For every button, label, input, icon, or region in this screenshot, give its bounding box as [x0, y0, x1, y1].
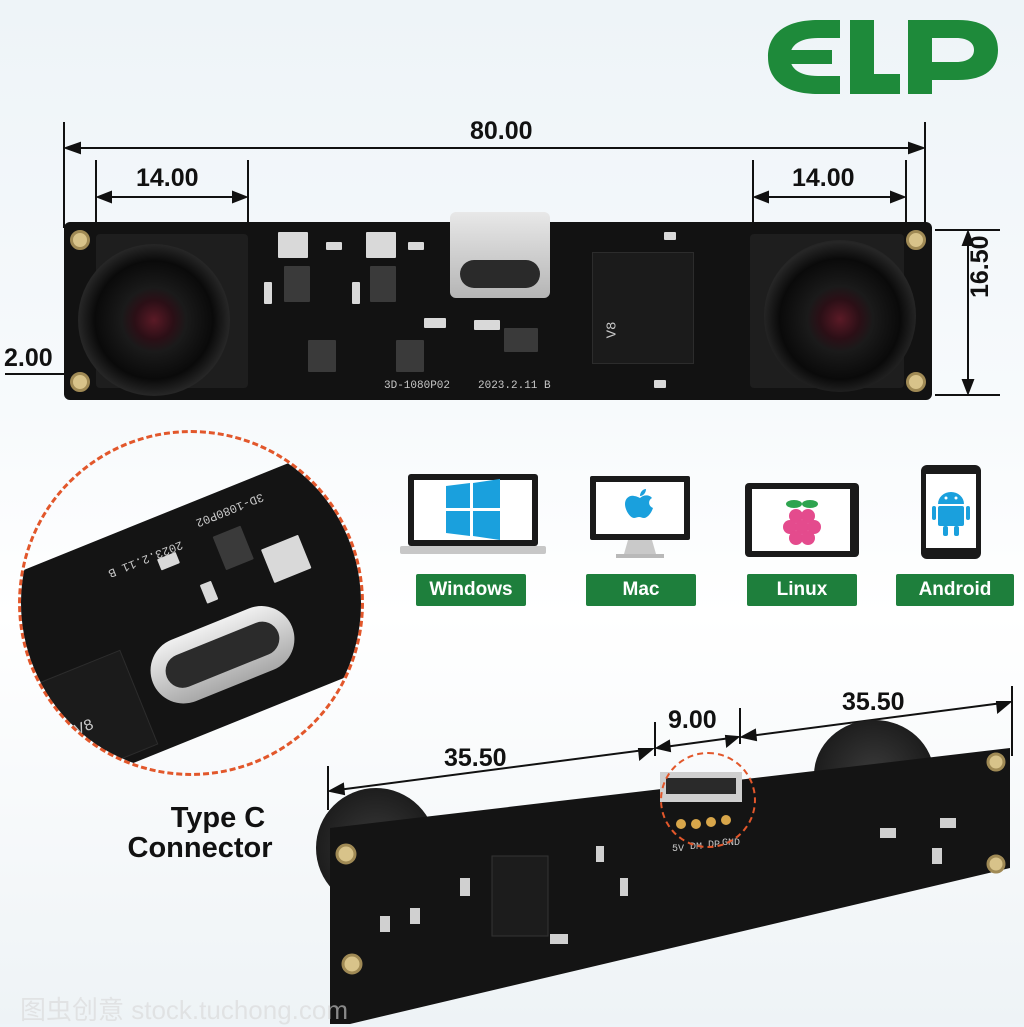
watermark: 图虫创意 stock.tuchong.com — [20, 995, 348, 1025]
mount-hole — [906, 230, 926, 250]
pin-label-5v: 5V — [672, 844, 685, 855]
inductor — [278, 232, 308, 258]
raspberry-pi-tablet-icon — [745, 483, 859, 557]
capacitor — [326, 242, 342, 250]
mount-hole — [70, 230, 90, 250]
capacitor — [474, 320, 500, 330]
capacitor — [408, 242, 424, 250]
main-processor-chip — [592, 252, 694, 364]
left-lens — [78, 244, 230, 396]
board-date-silk: 2023.2.11 B — [478, 380, 551, 392]
closeup-inductor — [260, 534, 312, 584]
dim-total-width: 80.00 — [470, 117, 533, 145]
capacitor — [264, 282, 272, 304]
closeup-model-silk: 3D-1080P02 — [193, 489, 266, 530]
android-phone-icon — [921, 465, 981, 559]
dim-right-lens: 14.00 — [792, 164, 855, 192]
elp-logo — [768, 20, 998, 94]
top-camera-board: V8 3D-1080P02 2023.2.11 B — [64, 212, 932, 400]
regulator — [396, 340, 424, 372]
bottom-dimension-lines — [327, 686, 1013, 810]
capacitor — [664, 232, 676, 240]
mount-hole — [70, 372, 90, 392]
os-badge-windows: Windows — [416, 574, 526, 606]
pin-label-gnd: GND — [722, 838, 741, 849]
board-model-silk: 3D-1080P02 — [384, 380, 451, 392]
typec-label-line2: Connector — [127, 832, 273, 864]
regulator — [284, 266, 310, 302]
os-badge-android: Android — [896, 574, 1014, 606]
dim-bottom-center: 9.00 — [668, 706, 717, 734]
regulator — [370, 266, 396, 302]
bottom-camera-board: 5V DM DP GND — [316, 720, 1020, 1024]
capacitor — [424, 318, 446, 328]
capacitor — [654, 380, 666, 388]
chip-mark: V8 — [604, 321, 621, 339]
inductor — [366, 232, 396, 258]
closeup-regulator — [212, 525, 254, 571]
right-lens — [764, 240, 916, 392]
usb-c-opening — [460, 260, 540, 288]
typec-closeup: V8 3D-1080P02 2023.2.11 B — [18, 430, 364, 776]
apple-monitor-icon — [590, 476, 690, 558]
windows-laptop-icon — [400, 474, 546, 554]
dim-left-lens: 14.00 — [136, 164, 199, 192]
dim-bottom-left: 35.50 — [444, 744, 507, 772]
os-badge-mac: Mac — [586, 574, 696, 606]
typec-label-line1: Type C — [170, 802, 266, 834]
capacitor — [352, 282, 360, 304]
connector-highlight-circle — [660, 752, 756, 848]
crystal — [504, 328, 538, 352]
closeup-capacitor — [199, 580, 219, 604]
pin-label-dm: DM — [690, 842, 703, 853]
dim-height: 16.50 — [966, 235, 994, 298]
mount-hole — [906, 372, 926, 392]
regulator — [308, 340, 336, 372]
bottom-pcb-shape — [330, 748, 1010, 1024]
dim-hole-offset: 2.00 — [4, 344, 53, 372]
os-badge-linux: Linux — [747, 574, 857, 606]
dim-bottom-right: 35.50 — [842, 688, 905, 716]
